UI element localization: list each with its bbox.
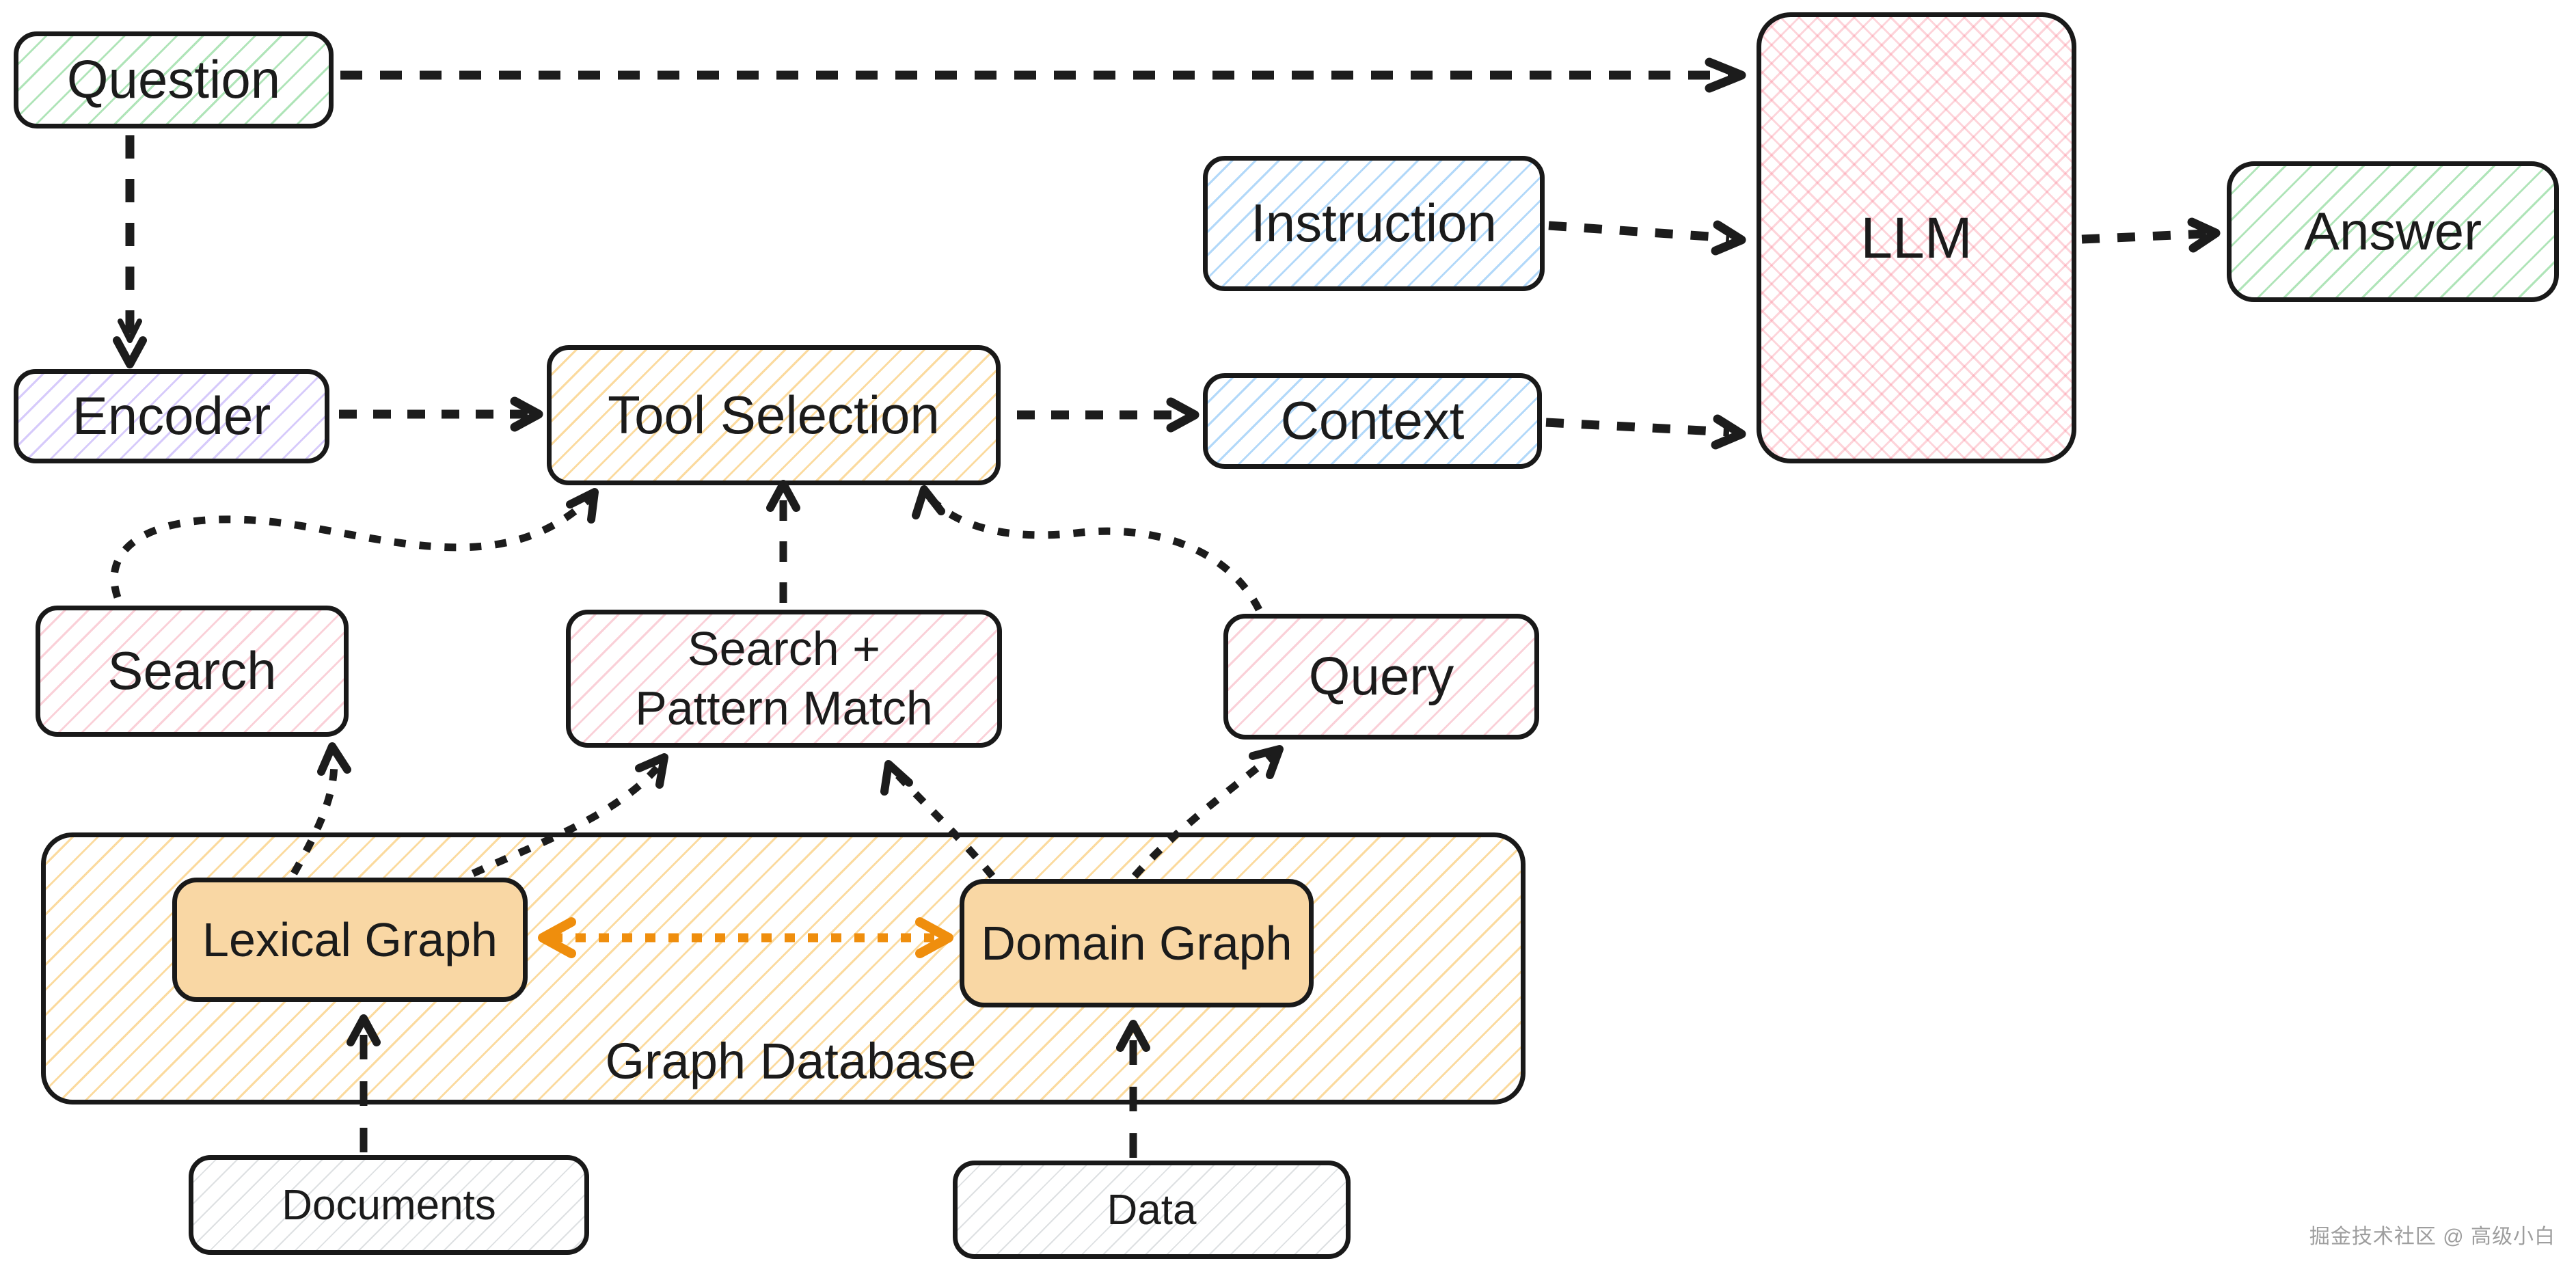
node-search: Search [36, 606, 349, 737]
node-llm: LLM [1757, 12, 2076, 463]
watermark-text: 掘金技术社区 @ 高级小白 [2309, 1225, 2555, 1248]
data-label: Data [1107, 1186, 1197, 1234]
node-tool-selection: Tool Selection [547, 345, 1001, 485]
arrow-llm-to-answer [2081, 217, 2221, 253]
node-instruction: Instruction [1203, 156, 1545, 291]
node-answer: Answer [2227, 161, 2559, 302]
arrow-encoder-to-tool-selection [339, 396, 543, 432]
instruction-label: Instruction [1251, 193, 1497, 254]
node-lexical-graph: Lexical Graph [172, 878, 528, 1002]
context-label: Context [1280, 390, 1465, 451]
arrow-instruction-to-llm [1548, 220, 1746, 256]
arrow-question-to-encoder [113, 135, 147, 368]
arrow-context-to-llm [1545, 414, 1746, 450]
node-query: Query [1223, 614, 1539, 740]
arrow-tool-selection-to-context [1017, 397, 1199, 433]
encoder-label: Encoder [72, 385, 271, 446]
arrow-question-to-llm [340, 57, 1746, 93]
node-data: Data [953, 1161, 1351, 1259]
arrow-search-to-tool-selection [110, 488, 599, 599]
graph-database-label: Graph Database [605, 1033, 977, 1089]
node-documents: Documents [189, 1155, 589, 1255]
node-search-pattern-match: Search + Pattern Match [566, 610, 1002, 748]
arrow-query-to-tool-selection [912, 485, 1262, 612]
llm-label: LLM [1860, 205, 1972, 270]
documents-label: Documents [282, 1181, 496, 1229]
search-label: Search [107, 640, 277, 701]
search-pattern-match-label: Search + Pattern Match [635, 621, 933, 735]
domain-graph-label: Domain Graph [981, 916, 1292, 970]
query-label: Query [1308, 646, 1454, 707]
question-label: Question [66, 49, 281, 110]
node-domain-graph: Domain Graph [960, 879, 1314, 1007]
arrow-search-pattern-match-to-tool-selection [766, 480, 800, 603]
node-encoder: Encoder [14, 369, 329, 463]
answer-label: Answer [2303, 201, 2482, 262]
node-context: Context [1203, 373, 1542, 469]
tool-selection-label: Tool Selection [608, 384, 940, 445]
lexical-graph-label: Lexical Graph [202, 912, 498, 966]
node-question: Question [14, 31, 334, 128]
